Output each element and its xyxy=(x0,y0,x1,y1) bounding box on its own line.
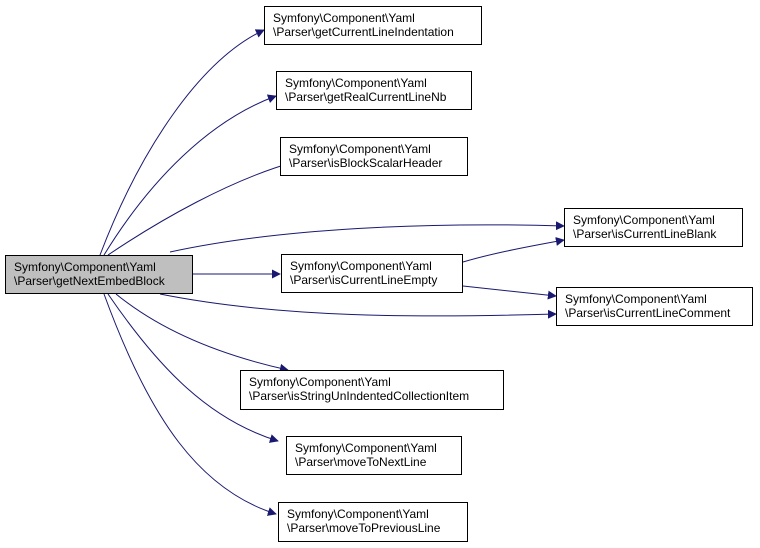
node-line-namespace: Symfony\Component\Yaml xyxy=(285,76,427,90)
edge-isCurrentLineEmpty-to-isCurrentLineComment xyxy=(462,285,557,300)
node-line-namespace: Symfony\Component\Yaml xyxy=(573,213,715,227)
edge-root-to-moveToPreviousLine xyxy=(103,293,277,516)
node-line-method: \Parser\isCurrentLineBlank xyxy=(573,227,717,241)
node-getNextEmbedBlock: Symfony\Component\Yaml \Parser\getNextEm… xyxy=(5,255,193,294)
node-isCurrentLineBlank[interactable]: Symfony\Component\Yaml \Parser\isCurrent… xyxy=(564,208,743,247)
node-getRealCurrentLineNb[interactable]: Symfony\Component\Yaml \Parser\getRealCu… xyxy=(276,71,472,110)
node-line-namespace: Symfony\Component\Yaml xyxy=(289,142,431,156)
node-isCurrentLineEmpty[interactable]: Symfony\Component\Yaml \Parser\isCurrent… xyxy=(281,254,463,293)
node-line-namespace: Symfony\Component\Yaml xyxy=(287,507,429,521)
edge-root-to-isBlockScalarHeader xyxy=(107,159,295,256)
node-moveToNextLine[interactable]: Symfony\Component\Yaml \Parser\moveToNex… xyxy=(286,436,462,475)
node-line-namespace: Symfony\Component\Yaml xyxy=(565,292,707,306)
edge-root-to-moveToNextLine xyxy=(107,293,279,443)
node-line-method: \Parser\isCurrentLineComment xyxy=(565,306,731,320)
node-line-method: \Parser\isStringUnIndentedCollectionItem xyxy=(249,389,470,403)
node-isCurrentLineComment[interactable]: Symfony\Component\Yaml \Parser\isCurrent… xyxy=(556,287,753,326)
edge-root-to-getRealCurrentLineNb xyxy=(103,94,277,256)
node-line-method: \Parser\isBlockScalarHeader xyxy=(289,156,443,170)
node-line-namespace: Symfony\Component\Yaml xyxy=(290,259,432,273)
node-line-namespace: Symfony\Component\Yaml xyxy=(14,260,156,274)
node-line-method: \Parser\getCurrentLineIndentation xyxy=(273,25,454,39)
node-line-method: \Parser\moveToPreviousLine xyxy=(287,521,441,535)
edge-root-to-isCurrentLineBlank xyxy=(169,221,565,253)
node-line-namespace: Symfony\Component\Yaml xyxy=(273,11,415,25)
edge-isCurrentLineEmpty-to-isCurrentLineBlank xyxy=(462,237,565,263)
node-line-method: \Parser\isCurrentLineEmpty xyxy=(290,273,438,287)
node-moveToPreviousLine[interactable]: Symfony\Component\Yaml \Parser\moveToPre… xyxy=(278,502,468,542)
edge-root-to-isStringUnIndentedCollectionItem xyxy=(115,293,289,373)
node-isStringUnIndentedCollectionItem[interactable]: Symfony\Component\Yaml \Parser\isStringU… xyxy=(240,370,504,410)
node-line-method: \Parser\moveToNextLine xyxy=(295,455,427,469)
edge-root-to-getCurrentLineIndentation xyxy=(99,29,265,256)
edge-root-to-isCurrentLineComment xyxy=(159,293,557,319)
node-line-method: \Parser\getNextEmbedBlock xyxy=(14,274,165,288)
node-line-method: \Parser\getRealCurrentLineNb xyxy=(285,90,447,104)
node-line-namespace: Symfony\Component\Yaml xyxy=(295,441,437,455)
node-line-namespace: Symfony\Component\Yaml xyxy=(249,375,391,389)
node-getCurrentLineIndentation[interactable]: Symfony\Component\Yaml \Parser\getCurren… xyxy=(264,6,482,45)
node-isBlockScalarHeader[interactable]: Symfony\Component\Yaml \Parser\isBlockSc… xyxy=(280,137,468,176)
